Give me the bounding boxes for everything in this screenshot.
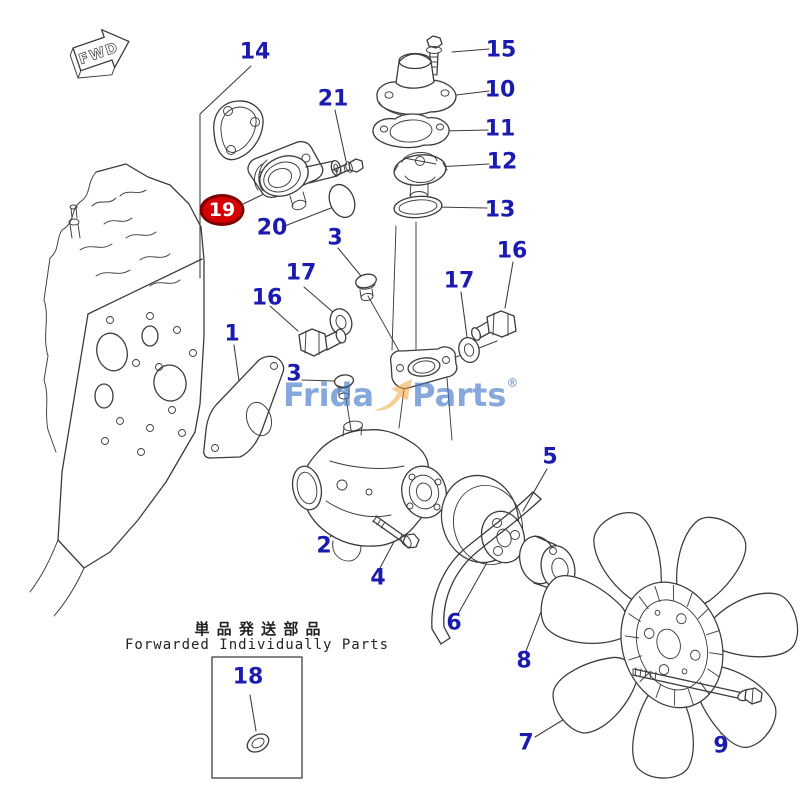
pump-inlet-flange-drawing [389,346,458,441]
thermostat-housing-19-drawing [247,140,342,211]
oring-18-drawing [246,733,270,753]
water-pump-2-drawing [291,420,447,562]
forwarded-parts-title-english: Forwarded Individually Parts [124,637,390,653]
oring-13-drawing [393,195,443,219]
fwd-direction-arrow: FWD [69,29,130,79]
gasket-1-drawing [203,355,285,459]
gasket-11-drawing [372,113,450,149]
belt-5-drawing [431,491,542,645]
plug-3b-drawing [333,374,355,400]
thermostat-12-drawing [393,152,448,201]
spacer-8-drawing [518,535,576,591]
pulley-6-drawing [440,474,526,566]
forwarded-parts-box [211,656,303,779]
watermark-logo: Frida Parts ® [283,376,518,414]
registered-trademark-icon: ® [506,376,519,390]
bolt-21-drawing [332,158,364,177]
forwarded-parts-title-japanese: 単 品 発 送 部 品 [194,620,322,638]
bolt-4-drawing [372,515,420,549]
engine-block-sketch [29,163,205,617]
watermark-arrow-icon [374,378,413,411]
bolt-9-drawing [632,667,763,705]
watermark-text-left: Frida [283,376,375,414]
plug-3a-drawing [355,273,377,302]
gasket-14-drawing [213,100,264,161]
watermark-text-right: Parts [412,376,507,414]
fan-7-drawing [540,512,799,779]
outlet-10-drawing [376,52,457,117]
plug-16b-drawing [470,310,517,341]
plug-16a-drawing [298,328,347,357]
cover-20-drawing [328,183,356,219]
washer-17b-drawing [458,337,480,363]
